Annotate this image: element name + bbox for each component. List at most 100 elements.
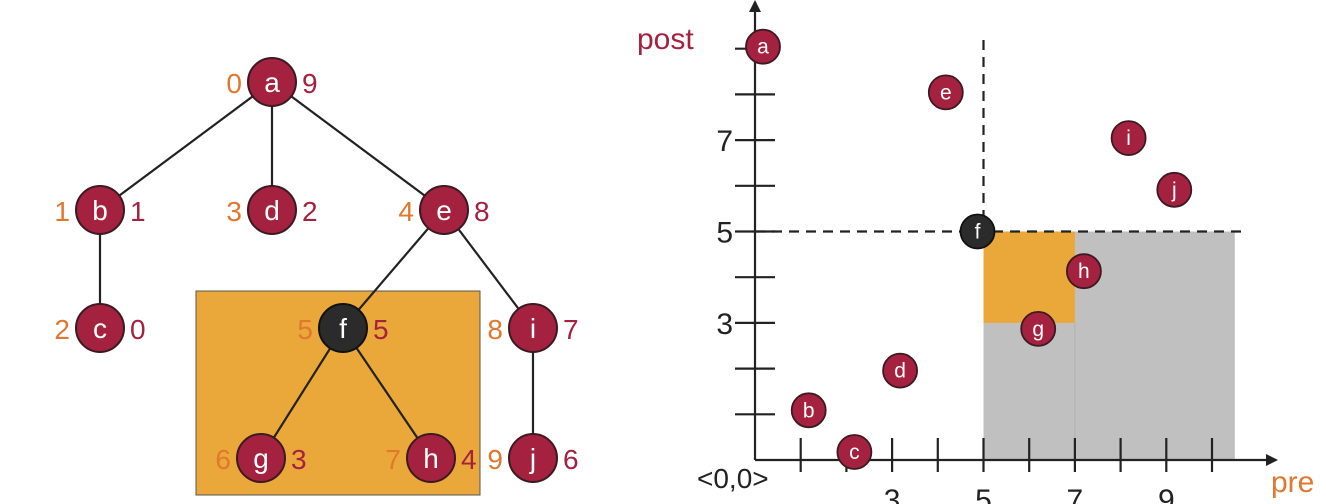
x-tick-label: 3 [884,484,901,504]
node-id-label: b [92,195,108,226]
post-rank-label: 4 [461,444,477,475]
pre-rank-label: 3 [226,196,242,227]
pre-rank-label: 4 [398,196,414,227]
plane-point-c: c [836,434,873,470]
point-marker [836,434,873,470]
node-id-label: j [529,443,536,474]
tree-node-a: 0 9a [226,57,318,107]
node-id-label: a [264,67,280,98]
point-marker [1110,120,1147,157]
plane-point-a: a [745,28,781,65]
node-id-label: i [530,313,536,344]
point-label: f [975,221,981,244]
post-rank-label: 8 [474,196,490,227]
point-label: b [803,399,815,422]
point-label: a [757,36,769,59]
tree-node-c: 2 0c [54,303,146,353]
node-id-label: g [253,443,269,474]
node-id-label: h [423,443,439,474]
post-rank-label: 1 [130,196,146,227]
origin-label: <0,0> [697,463,769,494]
post-rank-label: 7 [563,314,579,345]
tree-edge-a-e [271,81,445,211]
pre-rank-label: 8 [487,314,503,345]
plane-point-d: d [882,352,918,389]
plane-point-b: b [790,392,827,429]
point-marker [1020,310,1057,347]
pre-rank-label: 5 [297,314,313,345]
point-marker [1156,171,1193,208]
y-tick-label: 7 [716,125,733,158]
node-id-label: d [264,195,280,226]
tree-node-j: 9 6j [487,433,579,483]
tree-edge-a-b [99,81,273,211]
plane-point-h: h [1066,253,1102,290]
y-tick-label: 5 [716,217,733,250]
point-marker [927,74,964,111]
node-circle [247,57,297,107]
descendant-region-highlight [983,231,1075,323]
point-marker [745,28,781,65]
point-label: h [1078,260,1090,283]
tree-node-b: 1 1b [54,185,146,235]
axis-ticks: 3 5 7 9 3 5 7 [716,47,1214,504]
tree-node-h: 7 4h [385,433,477,483]
node-circle [75,185,125,235]
node-id-label: c [93,313,107,344]
plane-point-g: g [1020,310,1057,347]
point-label: i [1126,127,1131,150]
node-circle [508,303,558,353]
point-label: g [1032,318,1044,341]
y-axis-label: post [637,23,694,56]
point-marker [1066,253,1102,290]
node-circle [236,433,286,483]
post-rank-label: 9 [302,68,318,99]
post-rank-label: 0 [130,314,146,345]
node-circle [247,185,297,235]
x-tick-label: 7 [1067,484,1084,504]
pre-rank-label: 6 [215,444,231,475]
tree-node-g: 6 3g [215,433,307,483]
point-marker [882,352,918,389]
point-label: j [1171,179,1177,202]
node-circle [406,433,456,483]
point-label: c [849,441,860,464]
node-id-label: f [339,313,347,344]
x-tick-label: 5 [975,484,992,504]
tree-node-f: 5 5f [297,303,389,353]
plane-point-e: e [927,74,964,111]
pre-rank-label: 9 [487,444,503,475]
post-rank-label: 3 [291,444,307,475]
point-label: d [894,360,906,383]
node-circle [508,433,558,483]
point-marker [790,392,827,429]
point-marker [959,213,996,250]
plane-point-f: f [959,213,996,250]
plane-point-j: j [1156,171,1193,208]
tree-edge-e-f [342,209,445,329]
tree-node-i: 8 7i [487,303,579,353]
pre-rank-label: 0 [226,68,242,99]
x-axis-label: pre [1271,466,1314,499]
x-tick-label: 9 [1158,484,1175,504]
y-tick-label: 3 [716,308,733,341]
tree-edge-f-h [342,327,432,459]
plane-point-i: i [1110,120,1147,157]
pre-rank-label: 7 [385,444,401,475]
post-rank-label: 5 [373,314,389,345]
tree-node-d: 3 2d [226,185,318,235]
pre-rank-label: 1 [54,196,70,227]
pre-rank-label: 2 [54,314,70,345]
node-circle [318,303,368,353]
post-rank-label: 2 [302,196,318,227]
point-label: e [940,81,952,104]
tree-edge-f-g [260,327,344,459]
prepost-plane: 3 5 7 9 3 5 7 post pre <0,0> a b c d e f g h i j [637,0,1314,504]
node-circle [75,303,125,353]
plane-points: a b c d e f g h i j [745,28,1193,470]
post-rank-label: 6 [563,444,579,475]
